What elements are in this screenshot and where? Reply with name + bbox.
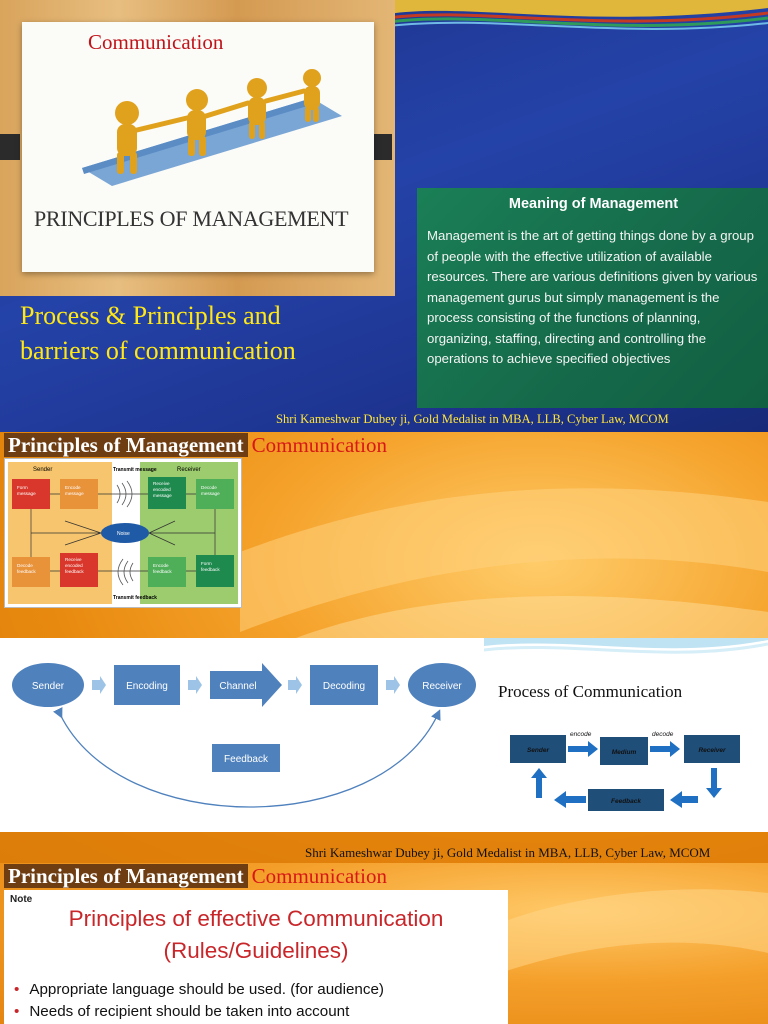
- model-transmit-feedback: Transmit feedback: [113, 595, 157, 601]
- flow-channel-node: [210, 663, 282, 707]
- bullet-item: •Needs of recipient should be taken into…: [14, 1003, 350, 1020]
- process-receiver-label: Receiver: [698, 747, 726, 754]
- title-card: Communication PRINCIPLES OF MANAGEMENT: [22, 22, 374, 272]
- model-box-label: message: [65, 491, 84, 496]
- process-heading: Process & Principles and barriers of com…: [20, 298, 296, 368]
- process-sender-label: Sender: [527, 747, 550, 754]
- flow-receiver-label: Receiver: [422, 681, 462, 692]
- decorative-swoosh: [388, 0, 768, 30]
- model-box-label: encoded: [65, 563, 83, 568]
- bullet-item: •Appropriate language should be used. (f…: [14, 981, 384, 998]
- model-box-label: feedback: [65, 569, 84, 574]
- principles-title-line2: (Rules/Guidelines): [163, 938, 349, 963]
- flow-feedback-label: Feedback: [224, 754, 269, 765]
- model-box-label: Decode: [201, 485, 217, 490]
- model-box-label: encoded: [153, 487, 171, 492]
- process-medium-box: [600, 737, 648, 765]
- model-box-label: message: [201, 491, 220, 496]
- process-heading-line1: Process & Principles and: [20, 301, 281, 330]
- card-title: Communication: [88, 30, 224, 54]
- meaning-box: Meaning of Management Management is the …: [417, 188, 768, 408]
- meaning-text: Management is the art of getting things …: [427, 228, 758, 366]
- model-box-label: message: [17, 491, 36, 496]
- process-heading-line2: barriers of communication: [20, 336, 296, 365]
- process-title: Process of Communication: [498, 682, 683, 701]
- decorative-waves-2: [500, 889, 768, 973]
- model-box-label: message: [153, 493, 172, 498]
- bullet-text-2: Needs of recipient should be taken into …: [29, 1003, 350, 1020]
- model-box-label: feedback: [153, 569, 172, 574]
- model-box-label: Receive: [65, 557, 82, 562]
- process-sender-box: [510, 735, 566, 763]
- flow-receiver-node: [408, 663, 476, 707]
- process-feedback-box: [588, 789, 664, 811]
- flow-encoding-label: Encoding: [126, 681, 168, 692]
- flow-encoding-node: [114, 665, 180, 705]
- process-receiver-box: [684, 735, 740, 763]
- header-communication-2: Communication: [251, 864, 387, 888]
- note-label: Note: [10, 894, 33, 905]
- model-noise: Noise: [117, 531, 130, 537]
- communication-model-diagram: Sender Receiver Transmit message Transmi…: [4, 458, 242, 608]
- model-sender-label: Sender: [33, 467, 52, 473]
- model-box-label: Decode: [17, 563, 33, 568]
- process-of-communication-diagram: Process of Communication Sender Medium R…: [484, 638, 768, 832]
- teamwork-puzzle-illustration: [82, 69, 342, 186]
- author-credit: Shri Kameshwar Dubey ji, Gold Medalist i…: [276, 412, 669, 426]
- note-card: Note Principles of effective Communicati…: [4, 890, 508, 1024]
- process-encode-label: encode: [570, 731, 592, 738]
- model-box-label: Encode: [65, 485, 81, 490]
- author-credit-2: Shri Kameshwar Dubey ji, Gold Medalist i…: [305, 845, 711, 860]
- flow-decoding-node: [310, 665, 378, 705]
- slide-meaning-of-management: Communication PRINCIPLES OF MANAGEMENT P…: [0, 0, 768, 432]
- model-box-label: Form: [201, 561, 212, 566]
- model-box-label: feedback: [201, 567, 220, 572]
- process-feedback-label: Feedback: [611, 798, 641, 805]
- meaning-title: Meaning of Management: [508, 196, 679, 212]
- header-communication: Communication: [251, 433, 387, 457]
- model-box-label: Form: [17, 485, 28, 490]
- process-decode-label: decode: [652, 731, 674, 738]
- model-box-label: Encode: [153, 563, 169, 568]
- card-subtitle: PRINCIPLES OF MANAGEMENT: [34, 206, 349, 231]
- flow-sender-label: Sender: [32, 681, 65, 692]
- flow-channel-label: Channel: [219, 681, 256, 692]
- model-receiver-label: Receiver: [177, 467, 201, 473]
- model-transmit-message: Transmit message: [113, 467, 157, 473]
- board-clip-right: [372, 134, 392, 160]
- flow-decoding-label: Decoding: [323, 681, 365, 692]
- communication-flow-diagram: Sender Encoding Channel Decoding Receive…: [0, 638, 484, 832]
- process-medium-label: Medium: [612, 749, 637, 756]
- header-principles-2: Principles of Management: [4, 864, 248, 888]
- model-box-label: feedback: [17, 569, 36, 574]
- bullet-text-1: Appropriate language should be used. (fo…: [29, 981, 384, 998]
- flow-feedback-node: [212, 744, 280, 772]
- principles-title-line1: Principles of effective Communication: [68, 906, 444, 931]
- header-principles: Principles of Management: [4, 433, 248, 457]
- flow-sender-node: [12, 663, 84, 707]
- board-clip-left: [0, 134, 20, 160]
- model-box-label: Receive: [153, 481, 170, 486]
